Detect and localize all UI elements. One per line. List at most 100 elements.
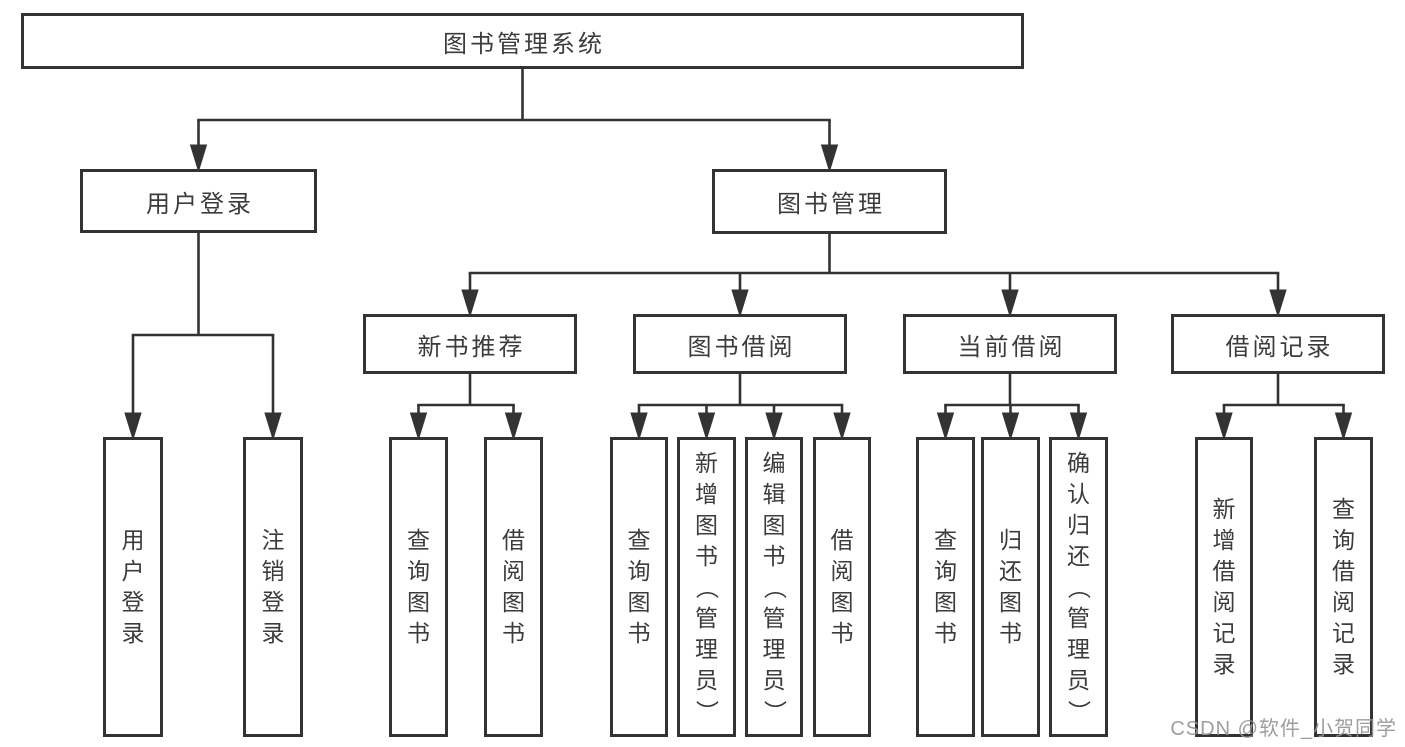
vchar: 户 bbox=[121, 558, 145, 584]
vchar: 图 bbox=[695, 511, 718, 538]
vchar: 图 bbox=[830, 589, 854, 615]
arrowhead bbox=[820, 144, 839, 173]
arrowhead bbox=[189, 144, 208, 173]
vchar: 图 bbox=[627, 589, 651, 615]
connector-book-management bbox=[461, 232, 1287, 318]
vchar: 编 bbox=[762, 449, 786, 476]
vchar: 登 bbox=[121, 589, 145, 615]
node-label: 借阅图书 bbox=[831, 525, 854, 649]
node-label: 新增借阅记录 bbox=[1213, 494, 1236, 680]
node-label: 归还图书 bbox=[999, 525, 1022, 649]
vchar: 记 bbox=[1212, 620, 1236, 646]
arrowhead bbox=[697, 412, 716, 441]
vchar: 查 bbox=[627, 527, 651, 553]
node-label: 编辑图书（管理员） bbox=[762, 448, 788, 727]
arrowhead bbox=[833, 412, 851, 441]
vchar: 询 bbox=[1332, 527, 1355, 553]
vchar: 用 bbox=[121, 527, 145, 553]
vchar: 阅 bbox=[830, 558, 854, 584]
vchar: ） bbox=[694, 699, 720, 723]
vchar: 书 bbox=[502, 620, 525, 646]
vchar: 还 bbox=[1067, 542, 1090, 569]
node-query-books-2: 查询图书 bbox=[610, 437, 668, 737]
vchar: 理 bbox=[762, 635, 786, 662]
node-logout-leaf: 注销登录 bbox=[243, 437, 303, 737]
arrowhead bbox=[1001, 412, 1020, 441]
node-borrow-books-1: 借阅图书 bbox=[484, 437, 543, 737]
node-label: 借阅图书 bbox=[502, 525, 525, 649]
vchar: 书 bbox=[762, 542, 786, 569]
node-label: 查询图书 bbox=[628, 525, 651, 649]
node-label: 借阅记录 bbox=[1225, 333, 1334, 361]
vchar: （ bbox=[1066, 575, 1092, 599]
vchar: 员 bbox=[762, 666, 786, 693]
connector-current-borrowing bbox=[936, 372, 1088, 441]
node-label: 图书管理系统 bbox=[443, 30, 605, 58]
node-label: 查询借阅记录 bbox=[1332, 494, 1355, 680]
vchar: 书 bbox=[999, 620, 1022, 646]
vchar: 记 bbox=[1332, 620, 1355, 646]
arrowhead bbox=[504, 412, 523, 441]
vchar: 理 bbox=[1067, 635, 1090, 662]
node-add-borrow-record: 新增借阅记录 bbox=[1195, 437, 1253, 737]
node-query-books-3: 查询图书 bbox=[916, 437, 975, 737]
vchar: 录 bbox=[121, 620, 145, 646]
vchar: 借 bbox=[502, 527, 525, 553]
vchar: 图 bbox=[934, 589, 957, 615]
node-label: 确认归还（管理员） bbox=[1066, 448, 1092, 727]
node-label: 当前借阅 bbox=[957, 333, 1066, 361]
vchar: 注 bbox=[261, 527, 285, 553]
vchar: 书 bbox=[407, 620, 430, 646]
node-borrowing-records: 借阅记录 bbox=[1171, 314, 1385, 374]
vchar: 书 bbox=[934, 620, 957, 646]
node-book-borrowing: 图书借阅 bbox=[633, 314, 847, 374]
connector-borrowing-records bbox=[1215, 372, 1353, 441]
vchar: 认 bbox=[1067, 480, 1090, 507]
node-label: 图书借阅 bbox=[687, 333, 796, 361]
vchar: 查 bbox=[934, 527, 957, 553]
vchar: 还 bbox=[999, 558, 1022, 584]
vchar: 图 bbox=[999, 589, 1022, 615]
arrowhead bbox=[409, 412, 428, 441]
vchar: （ bbox=[694, 575, 720, 599]
vchar: 借 bbox=[1332, 558, 1355, 584]
vchar: 书 bbox=[627, 620, 651, 646]
vchar: 询 bbox=[627, 558, 651, 584]
node-current-borrowing: 当前借阅 bbox=[903, 314, 1117, 374]
arrowhead bbox=[1269, 289, 1287, 318]
node-edit-books: 编辑图书（管理员） bbox=[745, 437, 803, 737]
arrowhead bbox=[765, 412, 783, 441]
arrowhead bbox=[1215, 412, 1233, 441]
vchar: 阅 bbox=[1332, 589, 1355, 615]
node-add-books: 新增图书（管理员） bbox=[677, 437, 736, 737]
vchar: 图 bbox=[407, 589, 430, 615]
node-user-login: 用户登录 bbox=[80, 169, 317, 233]
node-label: 图书管理 bbox=[777, 191, 885, 218]
vchar: 管 bbox=[695, 604, 718, 631]
vchar: 图 bbox=[502, 589, 525, 615]
node-borrow-books-2: 借阅图书 bbox=[813, 437, 871, 737]
vchar: 新 bbox=[1212, 496, 1236, 522]
node-label: 查询图书 bbox=[934, 525, 957, 649]
node-query-books-1: 查询图书 bbox=[389, 437, 448, 737]
connector-system bbox=[189, 67, 839, 173]
vchar: 询 bbox=[407, 558, 430, 584]
node-label: 查询图书 bbox=[407, 525, 430, 649]
arrowhead bbox=[124, 412, 142, 441]
vchar: 确 bbox=[1067, 449, 1090, 476]
node-label: 用户登录 bbox=[122, 525, 145, 649]
vchar: 管 bbox=[762, 604, 786, 631]
node-label: 新书推荐 bbox=[417, 333, 526, 361]
vchar: 书 bbox=[695, 542, 718, 569]
arrowhead bbox=[1334, 412, 1353, 441]
vchar: 阅 bbox=[502, 558, 525, 584]
node-query-borrow-record: 查询借阅记录 bbox=[1314, 437, 1373, 737]
node-system: 图书管理系统 bbox=[21, 13, 1024, 69]
vchar: 录 bbox=[1212, 651, 1236, 677]
vchar: 图 bbox=[762, 511, 786, 538]
vchar: 查 bbox=[407, 527, 430, 553]
vchar: 书 bbox=[830, 620, 854, 646]
arrowhead bbox=[264, 412, 282, 441]
vchar: 增 bbox=[1212, 527, 1236, 553]
